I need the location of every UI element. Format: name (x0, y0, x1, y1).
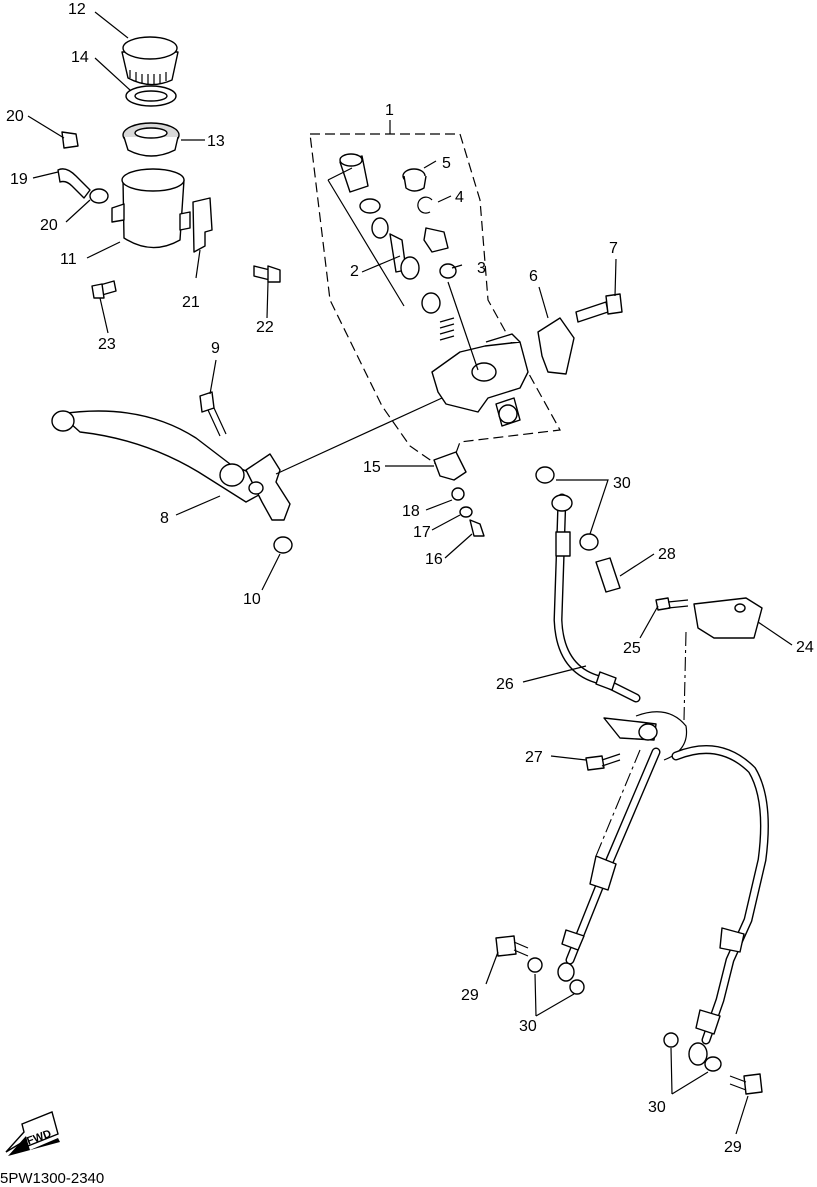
callout-9: 9 (211, 340, 220, 357)
callout-10: 10 (243, 591, 261, 608)
callout-13: 13 (207, 133, 225, 150)
leader-lines (27, 11, 793, 1135)
kit-parts (339, 153, 455, 341)
callout-17: 17 (413, 524, 431, 541)
caliper-union-bolt-right (729, 1073, 763, 1095)
callout-23: 23 (98, 336, 116, 353)
callout-5: 5 (442, 155, 451, 172)
hose-clip-lower (89, 188, 109, 204)
dust-boot (402, 168, 427, 192)
bracket-screw (253, 265, 281, 283)
brake-light-switch (433, 451, 467, 481)
push-rod-end (423, 227, 449, 253)
diagram-code: 5PW1300-2340 (0, 1170, 104, 1187)
callout-2: 2 (350, 263, 359, 280)
callout-1: 1 (385, 102, 394, 119)
callout-19: 19 (10, 171, 28, 188)
clamp-bolt (575, 293, 623, 323)
callout-7: 7 (609, 240, 618, 257)
callout-3: 3 (477, 260, 486, 277)
reservoir-diaphragm-holder (125, 85, 177, 107)
bracket-bolt (655, 597, 689, 611)
callout-15: 15 (363, 459, 381, 476)
callout-12: 12 (68, 1, 86, 18)
lever-alignment-line (275, 397, 443, 475)
kit-outline (309, 133, 561, 465)
reservoir-hose (57, 168, 91, 199)
reservoir-cap (121, 36, 179, 86)
callout-25: 25 (623, 640, 641, 657)
callout-8: 8 (160, 510, 169, 527)
hose-joint (603, 711, 688, 761)
callout-20-lower: 20 (40, 217, 58, 234)
reservoir-screw (91, 280, 117, 299)
brake-hose-lower (557, 745, 769, 1066)
caliper-union-bolt-left (495, 935, 529, 957)
callout-28: 28 (658, 546, 676, 563)
reservoir-diaphragm (122, 122, 180, 157)
reservoir-bracket (192, 197, 213, 253)
hose-joint-bolt (585, 753, 621, 771)
caliper-washers-right (663, 1032, 722, 1072)
callout-30-top: 30 (613, 475, 631, 492)
hose-alignment-lines (595, 631, 687, 857)
switch-washer (451, 487, 485, 537)
lever-pivot-bolt (199, 391, 227, 437)
callout-30-bottom: 30 (648, 1099, 666, 1116)
fwd-arrow-icon: FWD (5, 1111, 60, 1156)
hose-bracket (693, 597, 763, 639)
union-bolt-washers (535, 466, 599, 551)
callout-30-mid: 30 (519, 1018, 537, 1035)
callout-26: 26 (496, 676, 514, 693)
lever-pivot-nut (273, 536, 293, 554)
callout-24: 24 (796, 639, 814, 656)
handlebar-clamp (537, 317, 575, 375)
master-cylinder-body (431, 333, 529, 427)
callout-27: 27 (525, 749, 543, 766)
callout-11: 11 (60, 251, 77, 268)
piston-cup (439, 263, 457, 279)
brake-hose-upper (551, 493, 641, 703)
reservoir-tank (111, 168, 191, 249)
callout-16: 16 (425, 551, 443, 568)
caliper-washers-left (527, 957, 585, 995)
callout-21: 21 (182, 294, 200, 311)
callout-14: 14 (71, 49, 89, 66)
callout-29-right: 29 (724, 1139, 742, 1156)
brake-lever (51, 410, 291, 521)
hose-clip-upper (61, 131, 79, 149)
callout-6: 6 (529, 268, 538, 285)
callout-labels: 12 14 20 13 19 20 11 21 22 23 1 5 4 2 3 … (6, 1, 814, 1156)
circlip (417, 196, 433, 214)
callout-4: 4 (455, 189, 464, 206)
callout-20-upper: 20 (6, 108, 24, 125)
callout-18: 18 (402, 503, 420, 520)
bracket-fitting-bolt (595, 557, 621, 593)
callout-29-left: 29 (461, 987, 479, 1004)
callout-22: 22 (256, 319, 274, 336)
